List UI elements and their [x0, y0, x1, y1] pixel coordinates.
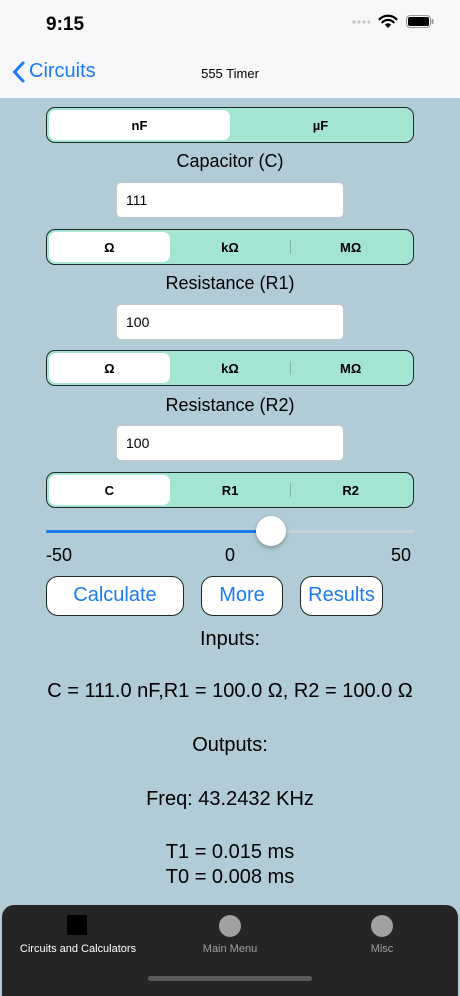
segment-uf[interactable]: µF	[312, 117, 329, 133]
circle-icon	[371, 915, 393, 937]
slider-mid-label: 0	[225, 545, 236, 565]
home-indicator	[148, 976, 312, 981]
t1-result: T1 = 0.015 ms	[165, 841, 295, 863]
capacitor-unit-segmented-control[interactable]: nF µF	[46, 107, 414, 143]
capacitor-label: Capacitor (C)	[176, 151, 284, 171]
segment-ohm[interactable]: Ω	[49, 232, 170, 262]
segment-c[interactable]: C	[49, 475, 170, 505]
status-time: 9:15	[46, 14, 85, 35]
tab-label: Circuits and Calculators	[19, 943, 137, 955]
chevron-left-icon	[13, 61, 25, 82]
calculate-button[interactable]: Calculate	[46, 576, 184, 616]
slider-max-label: 50	[391, 545, 412, 565]
segment-mohm[interactable]: MΩ	[290, 353, 411, 383]
tab-main-menu[interactable]: Main Menu	[154, 905, 306, 975]
slider-min-label: -50	[46, 545, 73, 565]
resistance-r2-input[interactable]: 100	[116, 425, 344, 461]
sweep-slider[interactable]	[46, 516, 414, 546]
resistance-r1-input[interactable]: 100	[116, 304, 344, 340]
segment-r1[interactable]: R1	[221, 482, 239, 498]
segment-kohm[interactable]: kΩ	[221, 239, 239, 255]
status-bar: 9:15	[0, 0, 460, 50]
segment-r2[interactable]: R2	[290, 475, 411, 505]
segment-kohm[interactable]: kΩ	[221, 360, 239, 376]
slider-thumb[interactable]	[255, 516, 286, 546]
segment-mohm[interactable]: MΩ	[290, 232, 411, 262]
results-button[interactable]: Results	[300, 576, 383, 616]
slider-fill	[46, 530, 271, 533]
wifi-icon	[378, 14, 398, 28]
tab-label: Main Menu	[202, 943, 258, 955]
inputs-header: Inputs:	[199, 628, 261, 650]
back-label: Circuits	[29, 60, 96, 82]
tab-bar: Circuits and Calculators Main Menu Misc	[2, 905, 458, 996]
sweep-target-segmented-control[interactable]: C R1 R2	[46, 472, 414, 508]
navigation-bar: Circuits 555 Timer	[0, 50, 460, 98]
r2-unit-segmented-control[interactable]: Ω kΩ MΩ	[46, 350, 414, 386]
circle-icon	[219, 915, 241, 937]
r1-unit-segmented-control[interactable]: Ω kΩ MΩ	[46, 229, 414, 265]
frequency-result: Freq: 43.2432 KHz	[146, 788, 314, 810]
signal-icon	[352, 19, 370, 24]
capacitor-input[interactable]: 111	[116, 182, 344, 218]
page-title: 555 Timer	[201, 66, 259, 81]
segment-nf[interactable]: nF	[49, 110, 230, 140]
battery-icon	[406, 15, 434, 28]
segment-ohm[interactable]: Ω	[49, 353, 170, 383]
more-button[interactable]: More	[201, 576, 283, 616]
inputs-summary: C = 111.0 nF,R1 = 100.0 Ω, R2 = 100.0 Ω	[47, 680, 413, 702]
outputs-header: Outputs:	[192, 734, 268, 756]
t0-result: T0 = 0.008 ms	[165, 866, 295, 888]
square-icon	[67, 915, 87, 935]
resistance-r1-label: Resistance (R1)	[165, 273, 295, 293]
resistance-r2-label: Resistance (R2)	[165, 395, 295, 415]
status-icons	[352, 14, 434, 29]
back-button[interactable]: Circuits	[12, 60, 96, 83]
tab-misc[interactable]: Misc	[306, 905, 458, 975]
tab-circuits-and-calculators[interactable]: Circuits and Calculators	[2, 905, 154, 975]
tab-label: Misc	[370, 943, 394, 955]
